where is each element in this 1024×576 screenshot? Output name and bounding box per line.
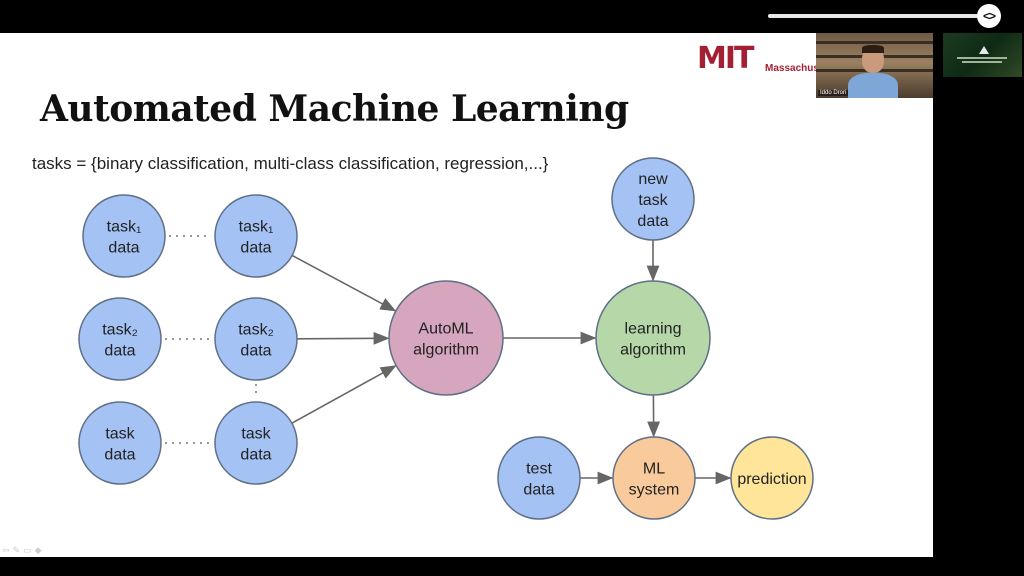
node-label-newtask: new	[638, 171, 668, 188]
node-label-newtask: task	[638, 192, 668, 209]
node-circle-test	[497, 436, 581, 520]
node-circle-t2a	[78, 297, 162, 381]
node-label-tnb: data	[240, 447, 271, 464]
node-label-learning: algorithm	[620, 342, 686, 359]
node-label-tna: task	[105, 426, 135, 443]
arrow-icon[interactable]: ⇦	[2, 545, 13, 555]
node-label-test: data	[523, 482, 554, 499]
node-circle-t1b	[214, 194, 298, 278]
node-circle-mlsys	[612, 436, 696, 520]
node-test: test data	[497, 436, 581, 520]
node-t2a: task₂ data	[78, 297, 162, 381]
node-circle-t2b	[214, 297, 298, 381]
node-label-t1a: task₁	[107, 219, 142, 236]
code-brackets-icon[interactable]: <>	[977, 4, 1001, 28]
video-thumbnail[interactable]	[943, 33, 1022, 77]
arrow-t1b-automl	[291, 254, 397, 312]
presenter-webcam[interactable]: Iddo Drori	[816, 33, 933, 98]
node-circle-newtask	[611, 157, 695, 241]
node-label-newtask: data	[637, 213, 668, 230]
node-label-t2a: data	[104, 343, 135, 360]
node-label-t2a: task₂	[102, 322, 138, 339]
presenter-name-tag: Iddo Drori	[818, 90, 849, 96]
slide-toolbar: ⇦✎▭◆	[2, 545, 45, 556]
node-label-t1b: task₁	[239, 219, 274, 236]
tasks-definition: tasks = {binary classification, multi-cl…	[32, 154, 549, 173]
node-label-automl: algorithm	[413, 342, 479, 359]
node-circle-automl	[388, 280, 504, 396]
slide-title: Automated Machine Learning	[40, 88, 629, 130]
node-learning: learning algorithm	[595, 280, 711, 396]
progress-bar[interactable]	[768, 14, 982, 18]
diamond-icon[interactable]: ◆	[34, 545, 45, 555]
node-label-t2b: task₂	[238, 322, 274, 339]
node-label-learning: learning	[625, 321, 682, 338]
progress-fill	[768, 14, 978, 18]
node-prediction: prediction	[730, 436, 814, 520]
mit-logo: MIT	[697, 41, 755, 76]
node-label-tna: data	[104, 447, 135, 464]
node-label-mlsys: ML	[643, 461, 665, 478]
node-label-t1a: data	[108, 240, 139, 257]
node-circle-tnb	[214, 401, 298, 485]
node-circle-learning	[595, 280, 711, 396]
node-automl: AutoML algorithm	[388, 280, 504, 396]
arrow-tnb-automl	[291, 365, 397, 424]
node-t1a: task₁ data	[82, 194, 166, 278]
node-label-prediction: prediction	[737, 471, 806, 488]
node-tna: task data	[78, 401, 162, 485]
institution-name: Massachuse	[765, 63, 825, 74]
node-circle-t1a	[82, 194, 166, 278]
node-label-automl: AutoML	[418, 321, 473, 338]
node-tnb: task data	[214, 401, 298, 485]
node-t1b: task₁ data	[214, 194, 298, 278]
node-label-t2b: data	[240, 343, 271, 360]
node-newtask: new task data	[611, 157, 695, 241]
node-label-test: test	[526, 461, 552, 478]
node-label-mlsys: system	[629, 482, 680, 499]
node-label-tnb: task	[241, 426, 271, 443]
node-label-t1b: data	[240, 240, 271, 257]
screen-icon[interactable]: ▭	[23, 545, 35, 555]
node-circle-tna	[78, 401, 162, 485]
node-mlsys: ML system	[612, 436, 696, 520]
logo-icon	[979, 46, 989, 54]
node-t2b: task₂ data	[214, 297, 298, 381]
pen-icon[interactable]: ✎	[12, 545, 24, 555]
node-circle-prediction	[730, 436, 814, 520]
